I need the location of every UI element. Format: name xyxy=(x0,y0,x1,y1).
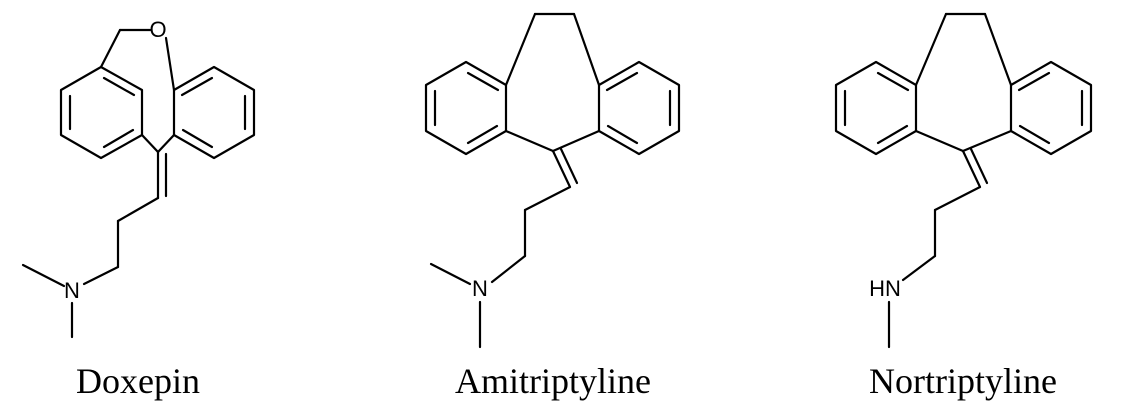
nortriptyline-amine-label: HN xyxy=(869,276,901,301)
amitriptyline-caption: Amitriptyline xyxy=(455,361,651,401)
molecule-nortriptyline: HN Nortriptyline xyxy=(834,12,1093,401)
doxepin-right-benzene-ring xyxy=(172,65,256,160)
doxepin-caption: Doxepin xyxy=(76,361,200,401)
doxepin-exocyclic-double-bond xyxy=(156,150,168,200)
amitriptyline-left-benzene-ring xyxy=(424,60,508,156)
amitriptyline-central-ring xyxy=(504,12,601,153)
amitriptyline-nitrogen-label: N xyxy=(472,276,488,301)
nortriptyline-caption: Nortriptyline xyxy=(869,361,1057,401)
doxepin-side-chain xyxy=(21,196,160,339)
nortriptyline-right-benzene-ring xyxy=(1009,60,1093,156)
amitriptyline-exocyclic-double-bond xyxy=(551,147,579,189)
doxepin-nitrogen-label: N xyxy=(64,278,80,303)
molecule-doxepin: O N Doxepin xyxy=(21,17,256,401)
nortriptyline-side-chain xyxy=(887,185,982,349)
doxepin-oxygen-label: O xyxy=(149,17,166,42)
doxepin-oxepine-bridge xyxy=(99,28,176,154)
molecule-amitriptyline: N Amitriptyline xyxy=(424,12,681,401)
nortriptyline-left-benzene-ring xyxy=(834,60,918,156)
nortriptyline-central-ring xyxy=(914,12,1013,153)
amitriptyline-right-benzene-ring xyxy=(597,60,681,156)
nortriptyline-exocyclic-double-bond xyxy=(961,147,989,189)
amitriptyline-side-chain xyxy=(429,185,572,349)
doxepin-left-benzene-ring xyxy=(59,65,144,160)
